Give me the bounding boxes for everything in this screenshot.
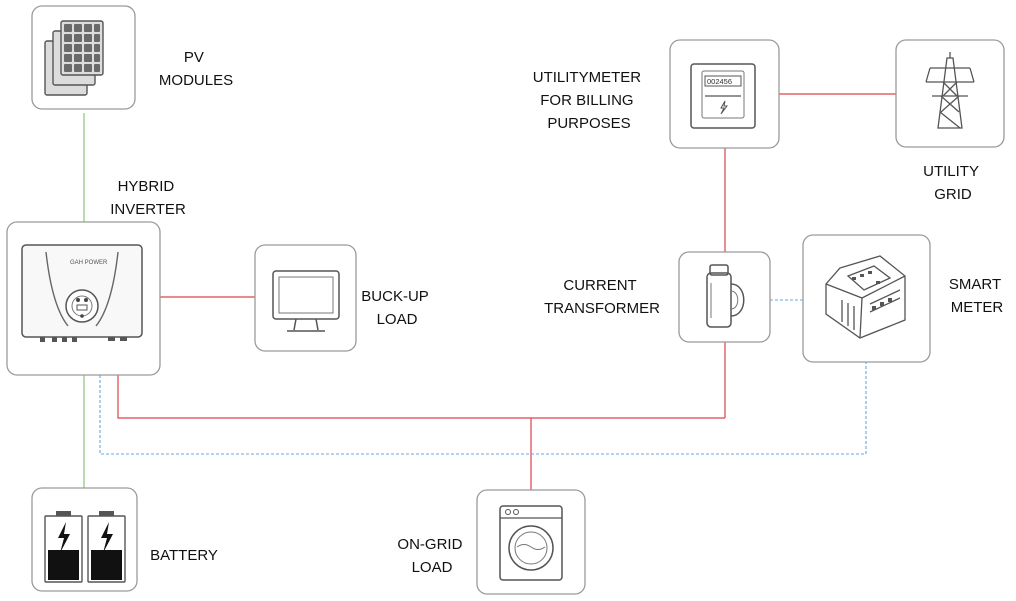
current-transformer-label: CURRENT TRANSFORMER — [544, 277, 660, 317]
utility-grid-node — [895, 39, 1005, 148]
inverter-brand-text: GAH POWER — [70, 260, 108, 266]
comm-lines — [99, 299, 867, 455]
smart-meter-label: SMART METER — [949, 276, 1005, 316]
current-transformer-node — [678, 251, 771, 343]
pv-modules-label: PV MODULES — [159, 49, 233, 89]
hybrid-inverter-label-line1: HYBRID — [118, 178, 175, 195]
battery-label: BATTERY — [150, 547, 218, 564]
washing-machine-icon — [499, 505, 563, 581]
smart-meter-label-line1: SMART — [949, 276, 1001, 293]
current-clamp-icon — [706, 264, 745, 328]
transmission-tower-icon — [925, 52, 975, 129]
utility-grid-label-line1: UTILITY — [923, 163, 979, 180]
backup-load-label: BUCK-UP LOAD — [361, 288, 432, 328]
meter-reading-text: 002456 — [707, 77, 732, 86]
utility-meter-label: UTILITYMETER FOR BILLING PURPOSES — [533, 69, 646, 132]
ac-lines — [117, 93, 896, 490]
on-grid-load-label-line1: ON-GRID — [397, 536, 462, 553]
hybrid-inverter-label-line2: INVERTER — [110, 201, 186, 218]
monitor-icon — [272, 270, 340, 332]
battery-icon — [44, 511, 126, 583]
utility-meter-label-line3: PURPOSES — [547, 115, 630, 132]
current-transformer-label-line2: TRANSFORMER — [544, 300, 660, 317]
hybrid-inverter-node: GAH POWER — [6, 221, 161, 376]
inverter-ac-bus-line — [117, 375, 725, 419]
backup-load-label-line2: LOAD — [377, 311, 418, 328]
on-grid-load-label-line2: LOAD — [412, 559, 453, 576]
current-transformer-label-line1: CURRENT — [563, 277, 636, 294]
utility-grid-label: UTILITY GRID — [923, 163, 983, 203]
on-grid-load-label: ON-GRID LOAD — [397, 536, 466, 576]
utility-meter-label-line2: FOR BILLING — [540, 92, 633, 109]
utility-grid-label-line2: GRID — [934, 186, 972, 203]
pv-modules-label-line1: PV — [184, 49, 204, 66]
utility-meter-label-line1: UTILITYMETER — [533, 69, 642, 86]
pv-modules-node — [31, 5, 136, 110]
inverter-icon — [21, 244, 143, 342]
backup-load-node — [254, 244, 357, 352]
smart-meter-node — [802, 234, 931, 363]
battery-label-line1: BATTERY — [150, 547, 218, 564]
battery-node — [31, 487, 138, 592]
hybrid-inverter-label: HYBRID INVERTER — [110, 178, 186, 218]
solar-panel-icon — [44, 20, 104, 96]
electricity-meter-icon — [690, 63, 756, 129]
utility-meter-node: 002456 — [669, 39, 780, 149]
on-grid-load-node — [476, 489, 586, 595]
smart-meter-label-line2: METER — [951, 299, 1004, 316]
pv-modules-label-line2: MODULES — [159, 72, 233, 89]
backup-load-label-line1: BUCK-UP — [361, 288, 429, 305]
inverter-to-smart-meter-comm-line — [99, 362, 867, 455]
